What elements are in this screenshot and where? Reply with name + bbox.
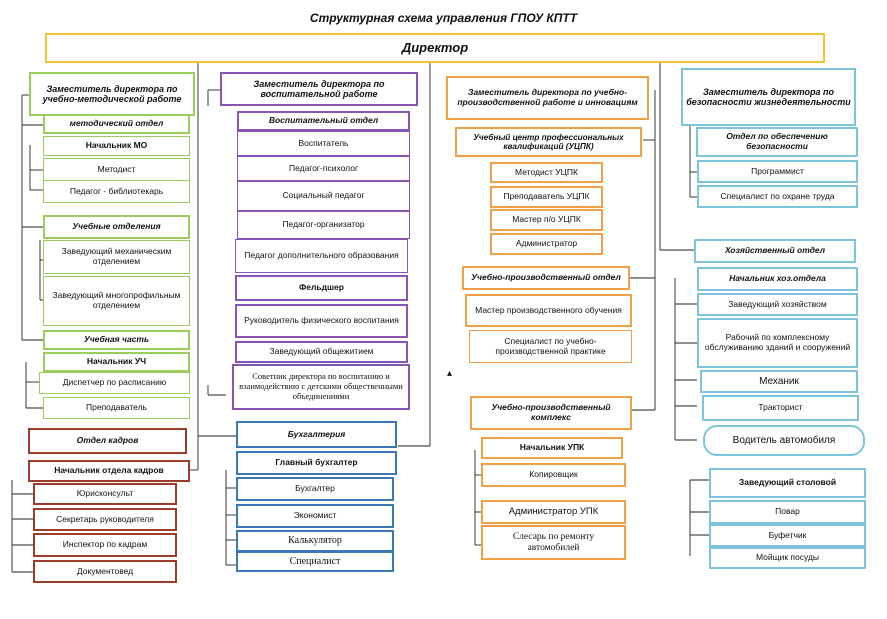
librarian-box: Педагог - библиотекарь — [43, 180, 190, 203]
doc-manager-box: Документовед — [33, 560, 177, 583]
social-pedagogue-box: Социальный педагог — [237, 181, 410, 211]
teacher-box: Преподаватель — [43, 397, 190, 419]
cook-box: Повар — [709, 500, 866, 524]
mechanic-box: Механик — [700, 370, 858, 393]
head-mo-box: Начальник МО — [43, 136, 190, 156]
calculator-box: Калькулятор — [236, 530, 394, 552]
dispatcher-box: Диспетчер по расписанию — [39, 372, 190, 394]
prod-dept-box: Учебно-производственный отдел — [462, 266, 630, 290]
pe-head-box: Руководитель физического воспитания — [235, 304, 408, 338]
center-admin-box: Администратор — [490, 233, 603, 255]
building-worker-box: Рабочий по комплексному обслуживанию зда… — [697, 318, 858, 368]
econ-dept-box: Хозяйственный отдел — [694, 239, 856, 263]
copier-box: Копировщик — [481, 463, 626, 487]
upk-head-box: Начальник УПК — [481, 437, 623, 459]
hr-dept-box: Отдел кадров — [28, 428, 187, 454]
barman-box: Буфетчик — [709, 524, 866, 547]
chart-title: Структурная схема управления ГПОУ КПТТ — [309, 11, 578, 25]
car-mechanic-box: Слесарь по ремонту автомобилей — [481, 525, 626, 560]
canteen-head-box: Заведующий столовой — [709, 468, 866, 498]
econ-manager-box: Заведующий хозяйством — [697, 293, 858, 316]
practice-spec-box: Специалист по учебно-производственной пр… — [469, 330, 632, 363]
advisor-box: Советник директора по воспитанию и взаим… — [232, 364, 410, 410]
prod-master-box: Мастер производственного обучения — [465, 294, 632, 327]
stray-mark: ▴ — [447, 368, 453, 379]
hr-inspector-box: Инспектор по кадрам — [33, 533, 177, 557]
center-methodist-box: Методист УЦПК — [490, 162, 603, 183]
economist-box: Экономист — [236, 504, 394, 528]
edu-depts-box: Учебные отделения — [43, 215, 190, 239]
car-driver-box: Водитель автомобиля — [703, 425, 865, 456]
organizer-box: Педагог-организатор — [237, 211, 410, 239]
chief-accountant-box: Главный бухгалтер — [236, 451, 397, 475]
econ-head-box: Начальник хоз.отдела — [697, 267, 858, 291]
method-dept-box: методический отдел — [43, 114, 190, 134]
programmer-box: Программист — [697, 160, 858, 183]
head-uch-box: Начальник УЧ — [43, 352, 190, 372]
accounting-box: Бухгалтерия — [236, 421, 397, 448]
paramedic-box: Фельдшер — [235, 275, 408, 301]
educational-dept-box: Воспитательный отдел — [237, 111, 410, 131]
safety-dept-box: Отдел по обеспечению безопасности — [696, 127, 858, 157]
training-center-box: Учебный центр профессиональных квалифика… — [455, 127, 642, 157]
prod-complex-box: Учебно-производственный комплекс — [470, 396, 632, 430]
educator-box: Воспитатель — [237, 131, 410, 156]
deputy-educational-box: Заместитель директора по воспитательной … — [220, 72, 418, 106]
edu-part-box: Учебная часть — [43, 330, 190, 350]
jurist-box: Юрисконсульт — [33, 483, 177, 505]
tractor-driver-box: Тракторист — [702, 395, 859, 421]
secretary-box: Секретарь руководителя — [33, 508, 177, 531]
extra-ed-box: Педагог дополнительного образования — [235, 239, 408, 273]
accountant-box: Бухгалтер — [236, 477, 394, 501]
methodist-box: Методист — [43, 158, 190, 182]
hr-head-box: Начальник отдела кадров — [28, 460, 190, 482]
deputy-safety-box: Заместитель директора по безопасности жи… — [681, 68, 856, 126]
dishwasher-box: Мойщик посуды — [709, 547, 866, 569]
center-teacher-box: Преподаватель УЦПК — [490, 186, 603, 208]
labor-spec-box: Специалист по охране труда — [697, 185, 858, 208]
center-master-box: Мастер п/о УЦПК — [490, 209, 603, 231]
deputy-production-box: Заместитель директора по учебно-производ… — [446, 76, 649, 120]
psychologist-box: Педагог-психолог — [237, 156, 410, 181]
specialist-box: Специалист — [236, 551, 394, 572]
multi-head-box: Заведующий многопрофильным отделением — [43, 276, 190, 326]
upk-admin-box: Администратор УПК — [481, 500, 626, 524]
deputy-methodical-box: Заместитель директора по учебно-методиче… — [29, 72, 195, 116]
dorm-head-box: Заведующий общежитием — [235, 341, 408, 363]
director-box: Директор — [45, 33, 825, 63]
mech-head-box: Заведующий механическим отделением — [43, 240, 190, 274]
